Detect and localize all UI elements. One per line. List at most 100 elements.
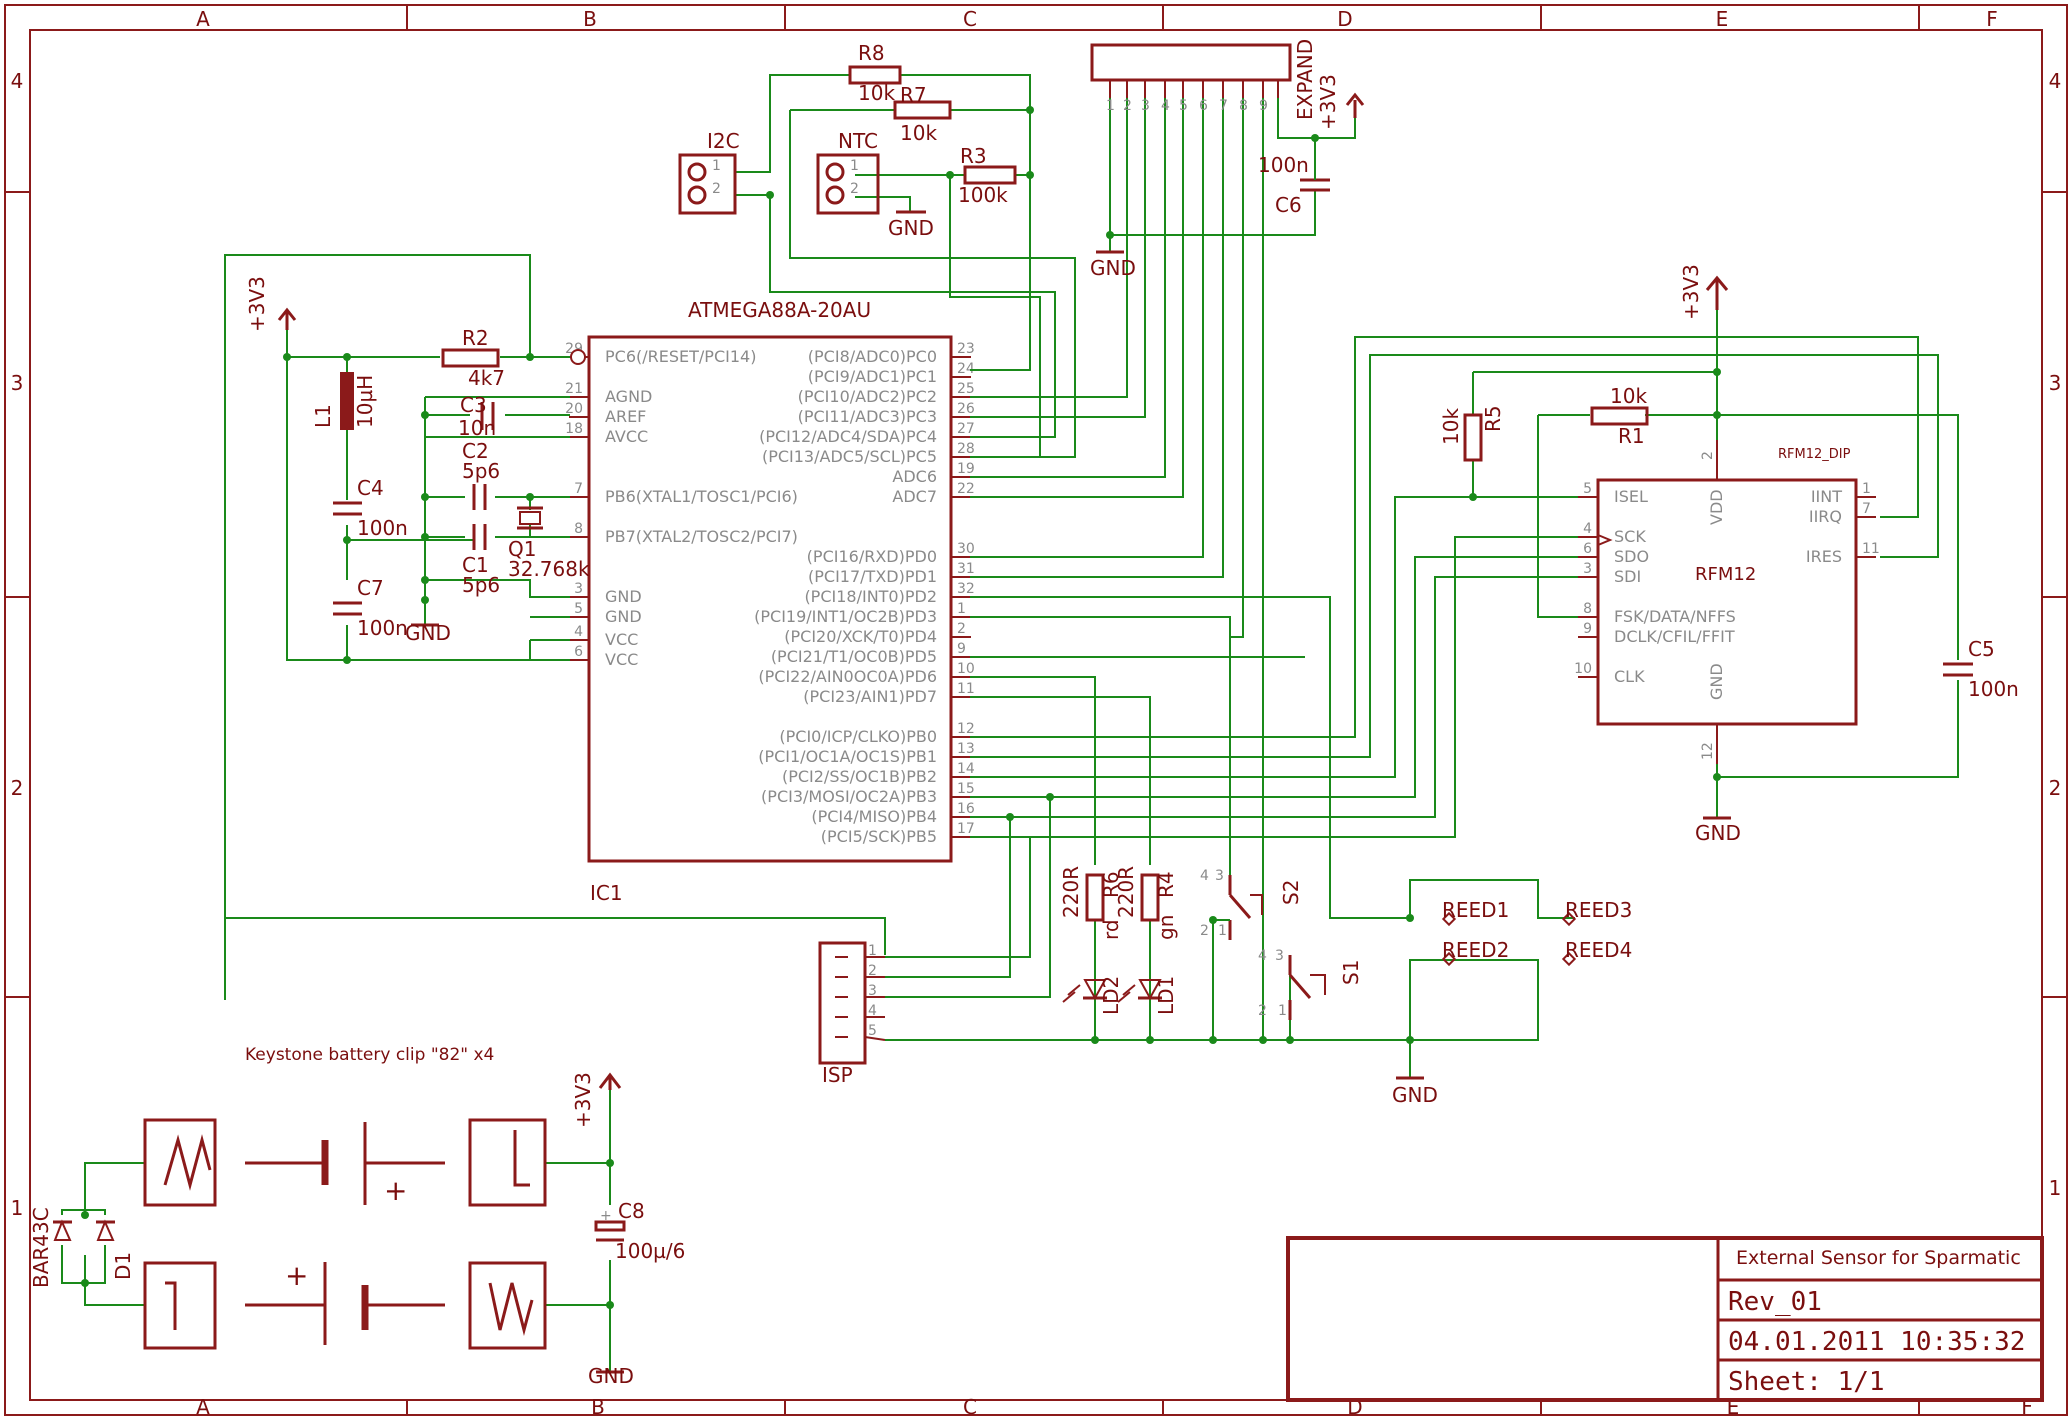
ic1-pin-number: 28 (957, 441, 975, 457)
row-label-right: 4 (2049, 69, 2062, 93)
ic1-pin-number: 20 (565, 401, 583, 417)
ic1-pin: 31(PCI17/TXD)PD1 (808, 561, 975, 586)
rfm12-pin-number: 6 (1583, 541, 1592, 557)
svg-text:D1: D1 (111, 1252, 135, 1280)
row-label-right: 2 (2049, 776, 2062, 800)
diode-d1: BAR43C D1 (29, 1207, 135, 1288)
capacitor-c5: C5 100n (1943, 637, 2019, 701)
ic1-pin: 28 (PCI13/ADC5/SCL)PC5 (762, 441, 975, 466)
ic1-pin: 18 AVCC (565, 421, 648, 446)
col-label-top: D (1337, 7, 1352, 31)
ic1-pin: 24(PCI9/ADC1)PC1 (808, 361, 975, 386)
switch-s1: 4 3 2 1 S1 (1258, 948, 1363, 1020)
svg-text:2: 2 (712, 181, 721, 197)
svg-text:220R: 220R (1059, 866, 1083, 918)
svg-text:BAR43C: BAR43C (29, 1207, 53, 1288)
rfm12-pin-label: SDO (1614, 547, 1649, 566)
gnd-label: GND (1695, 821, 1741, 845)
svg-text:100k: 100k (958, 183, 1008, 207)
ic1-pin-label: (PCI12/ADC4/SDA)PC4 (759, 427, 937, 446)
ic1-pin: 10(PCI22/AIN0OC0A)PD6 (758, 661, 974, 686)
svg-text:4: 4 (1200, 868, 1209, 884)
svg-text:R7: R7 (900, 83, 927, 107)
svg-text:I2C: I2C (707, 129, 740, 153)
ic1-pin-label: (PCI11/ADC3)PC3 (798, 407, 937, 426)
connector-ntc: 12 NTC (816, 129, 880, 215)
col-label-top: A (196, 7, 210, 31)
connector-i2c: 12 I2C (678, 129, 740, 215)
svg-text:C1: C1 (462, 553, 489, 577)
ic1-pin-number: 32 (957, 581, 975, 597)
svg-text:C3: C3 (460, 393, 487, 417)
ic1-pin-label: VCC (605, 650, 638, 669)
ic1-pin: 12(PCI0/ICP/CLKO)PB0 (779, 721, 974, 746)
rfm12-pin-label: CLK (1614, 667, 1645, 686)
ic1-pin-number: 26 (957, 401, 975, 417)
svg-text:2: 2 (1123, 98, 1132, 114)
ic1-pin: 13 (PCI1/OC1A/OC1S)PB1 (758, 741, 975, 766)
ic1-pin-label: (PCI16/RXD)PD0 (807, 547, 937, 566)
resistor-r5: 10k R5 (1439, 405, 1505, 462)
ic1-pin-label: PB6(XTAL1/TOSC1/PCI6) (605, 487, 798, 506)
ic1-pin-label: (PCI13/ADC5/SCL)PC5 (762, 447, 937, 466)
col-label-top: B (583, 7, 597, 31)
svg-text:2: 2 (1700, 451, 1716, 460)
ic1-pin: 11(PCI23/AIN1)PD7 (803, 681, 975, 706)
rfm12-name: RFM12 (1695, 564, 1756, 585)
svg-text:4: 4 (1258, 948, 1267, 964)
ic1-pin-number: 18 (565, 421, 583, 437)
rfm12-pin-label: SCK (1614, 527, 1646, 546)
svg-text:C4: C4 (357, 476, 384, 500)
svg-text:ISP: ISP (822, 1063, 853, 1087)
svg-text:+: + (600, 1208, 612, 1224)
rfm12-pin-label: FSK/DATA/NFFS (1614, 607, 1736, 626)
ic1-pin: 25(PCI10/ADC2)PC2 (798, 381, 975, 406)
crystal-q1: Q1 32.768k (508, 506, 590, 581)
svg-text:100n: 100n (1258, 153, 1309, 177)
ic1-pin-label: AVCC (605, 427, 648, 446)
led-ld2: LD2 (1062, 976, 1123, 1015)
svg-text:R6: R6 (1099, 871, 1123, 898)
svg-text:10k: 10k (1610, 384, 1647, 408)
capacitor-c8: + C8 100µ/6 (594, 1199, 685, 1263)
ic1-pin-number: 8 (574, 521, 583, 537)
ic1-pin-label: (PCI0/ICP/CLKO)PB0 (779, 727, 937, 746)
ic1-pin-number: 4 (574, 624, 583, 640)
rfm12-pin-number: 3 (1583, 561, 1592, 577)
vcc-label: +3V3 (1679, 264, 1703, 320)
svg-text:1: 1 (1218, 923, 1227, 939)
reed3-label: REED3 (1565, 898, 1632, 922)
ic1-pin: 27(PCI12/ADC4/SDA)PC4 (759, 421, 975, 446)
svg-text:gn: gn (1154, 915, 1178, 940)
title-block-revision: Rev_01 (1728, 1287, 1822, 1317)
capacitor-c3: C3 10n (458, 393, 496, 440)
ic1-pin: 32(PCI18/INT0)PD2 (804, 581, 974, 606)
ic1-pin-number: 19 (957, 461, 975, 477)
ic1-pin-label: (PCI5/SCK)PB5 (821, 827, 937, 846)
vcc-label: +3V3 (245, 276, 269, 332)
capacitor-c6: 100n C6 (1258, 153, 1330, 217)
ic1-pin-label: (PCI1/OC1A/OC1S)PB1 (758, 747, 937, 766)
svg-text:10µH: 10µH (353, 375, 377, 428)
ic1-pin-label: (PCI10/ADC2)PC2 (798, 387, 937, 406)
ic1-pin-number: 2 (957, 621, 966, 637)
svg-text:100n: 100n (357, 616, 408, 640)
drawing-frame (4, 4, 2068, 1416)
ic1-pin-label: VCC (605, 630, 638, 649)
ic1-pin-label: (PCI20/XCK/T0)PD4 (784, 627, 937, 646)
col-label-bottom: B (591, 1395, 605, 1419)
svg-text:32.768k: 32.768k (508, 557, 590, 581)
ic1-pin: 30(PCI16/RXD)PD0 (807, 541, 975, 566)
ic1-pin: 9(PCI21/T1/OC0B)PD5 (771, 641, 971, 666)
svg-text:EXPAND: EXPAND (1293, 39, 1317, 120)
svg-text:R1: R1 (1618, 424, 1645, 448)
svg-text:4: 4 (868, 1003, 877, 1019)
svg-text:3: 3 (868, 983, 877, 999)
ic1-pin-number: 13 (957, 741, 975, 757)
